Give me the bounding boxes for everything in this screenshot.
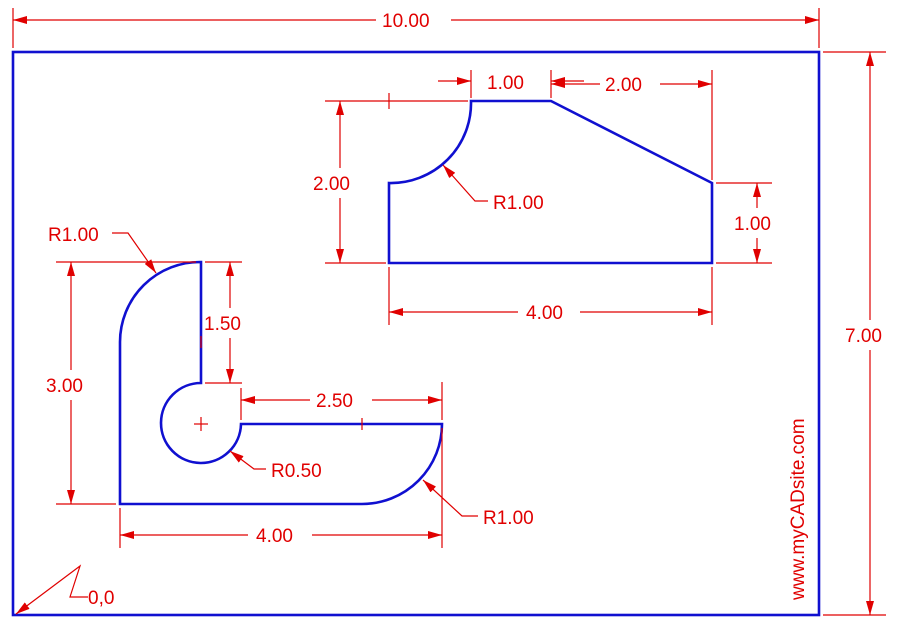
dim-top-right-height: 1.00 bbox=[716, 182, 772, 264]
dim-overall-width-label: 10.00 bbox=[382, 11, 430, 32]
dim-overall-height-label: 7.00 bbox=[845, 326, 882, 347]
leader-small-radius-label: R0.50 bbox=[271, 461, 322, 482]
dim-bottom-height-label: 3.00 bbox=[46, 376, 83, 397]
origin-label: 0,0 bbox=[88, 588, 114, 609]
bottom-part-outline bbox=[118, 260, 444, 506]
dim-top-width: 4.00 bbox=[388, 267, 713, 325]
dim-slot-depth: 1.50 bbox=[204, 261, 242, 384]
dim-overall-width: 10.00 bbox=[12, 8, 820, 48]
dim-tab-length: 2.50 bbox=[240, 382, 443, 420]
dim-top-height: 2.00 bbox=[313, 93, 468, 264]
dim-top-slope: 2.00 bbox=[551, 70, 713, 180]
dim-bottom-width-label: 4.00 bbox=[256, 526, 293, 547]
origin-marker: 0,0 bbox=[15, 564, 114, 615]
dim-top-slope-label: 2.00 bbox=[605, 75, 642, 96]
dim-top-right-height-label: 1.00 bbox=[734, 214, 771, 235]
dim-top-height-label: 2.00 bbox=[313, 174, 350, 195]
leader-small-radius: R0.50 bbox=[229, 450, 322, 482]
leader-bottom-radius-label: R1.00 bbox=[483, 508, 534, 529]
leader-bottom-top-radius-label: R1.00 bbox=[48, 225, 99, 246]
dim-top-flat-label: 1.00 bbox=[487, 73, 524, 94]
center-mark-small-arc bbox=[194, 417, 208, 431]
dim-tab-length-label: 2.50 bbox=[316, 391, 353, 412]
leader-bottom-top-radius: R1.00 bbox=[48, 225, 157, 274]
top-part-outline bbox=[387, 99, 714, 265]
dim-slot-depth-label: 1.50 bbox=[204, 314, 241, 335]
drawing-border bbox=[11, 50, 821, 617]
dim-overall-height: 7.00 bbox=[823, 51, 886, 616]
leader-top-radius: R1.00 bbox=[442, 164, 544, 214]
watermark-text: www.myCADsite.com bbox=[788, 418, 809, 601]
dim-bottom-width: 4.00 bbox=[119, 428, 443, 548]
leader-top-radius-label: R1.00 bbox=[493, 193, 544, 214]
dim-top-width-label: 4.00 bbox=[526, 303, 563, 324]
leader-bottom-radius: R1.00 bbox=[422, 479, 534, 529]
dim-bottom-height: 3.00 bbox=[46, 261, 196, 505]
